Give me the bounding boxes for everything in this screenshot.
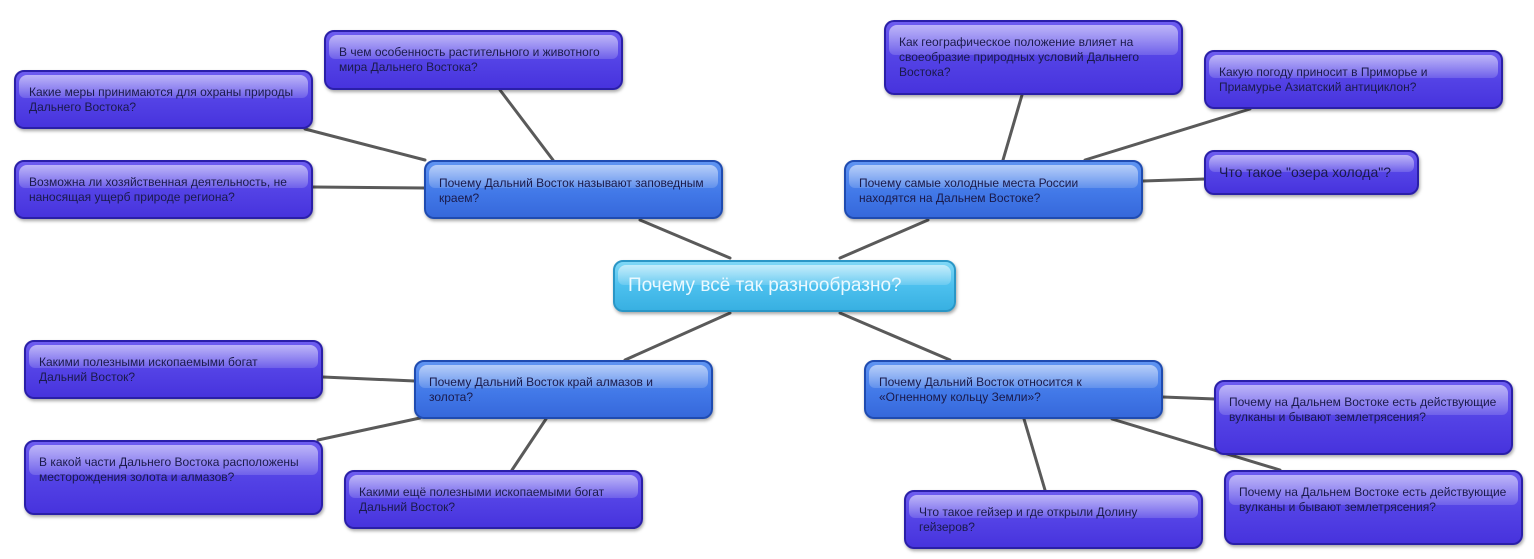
leaf-node[interactable]: Почему на Дальнем Востоке есть действующ… [1214, 380, 1513, 455]
branch-node-nature-reserve[interactable]: Почему Дальний Восток называют заповедны… [424, 160, 723, 219]
leaf-label: Какими полезными ископаемыми богат Дальн… [39, 355, 258, 384]
leaf-node[interactable]: В какой части Дальнего Востока расположе… [24, 440, 323, 515]
branch-node-diamonds-gold[interactable]: Почему Дальний Восток край алмазов и зол… [414, 360, 713, 419]
branch-label: Почему Дальний Восток край алмазов и зол… [429, 375, 653, 404]
leaf-node[interactable]: Почему на Дальнем Востоке есть действующ… [1224, 470, 1523, 545]
connector-root-b0 [638, 218, 732, 260]
branch-label: Почему Дальний Восток называют заповедны… [439, 176, 704, 205]
leaf-label: Почему на Дальнем Востоке есть действующ… [1239, 485, 1507, 514]
leaf-label: Какую погоду приносит в Приморье и Приам… [1219, 65, 1428, 94]
connector-root-b2 [623, 311, 732, 362]
leaf-label: В чем особенность растительного и животн… [339, 45, 600, 74]
leaf-node[interactable]: Какие меры принимаются для охраны природ… [14, 70, 313, 129]
leaf-label: В какой части Дальнего Востока расположе… [39, 455, 299, 484]
leaf-node[interactable]: Как географическое положение влияет на с… [884, 20, 1183, 95]
root-node[interactable]: Почему всё так разнообразно? [613, 260, 956, 312]
leaf-label: Возможна ли хозяйственная деятельность, … [29, 175, 287, 204]
connector-b2-c2 [510, 417, 548, 472]
connector-b0-c2 [311, 185, 427, 190]
leaf-label: Какими ещё полезными ископаемыми богат Д… [359, 485, 605, 514]
leaf-node[interactable]: Что такое "озера холода"? [1204, 150, 1419, 195]
connector-b3-c2 [1022, 417, 1047, 492]
connector-b2-c1 [316, 416, 422, 442]
leaf-node[interactable]: Какую погоду приносит в Приморье и Приам… [1204, 50, 1503, 109]
connector-b2-c0 [321, 375, 417, 383]
connector-b1-c0 [1001, 93, 1024, 162]
leaf-label: Что такое гейзер и где открыли Долину ге… [919, 505, 1138, 534]
leaf-label: Почему на Дальнем Востоке есть действующ… [1229, 395, 1497, 424]
branch-node-coldest-places[interactable]: Почему самые холодные места России наход… [844, 160, 1143, 219]
leaf-node[interactable]: Возможна ли хозяйственная деятельность, … [14, 160, 313, 219]
root-label: Почему всё так разнообразно? [628, 275, 902, 296]
branch-label: Почему самые холодные места России наход… [859, 176, 1079, 205]
connector-b1-c2 [1141, 177, 1207, 183]
leaf-node[interactable]: В чем особенность растительного и животн… [324, 30, 623, 90]
branch-label: Почему Дальний Восток относится к «Огнен… [879, 375, 1082, 404]
connector-b1-c1 [1083, 107, 1252, 162]
connector-b3-c1 [1110, 417, 1282, 472]
leaf-node[interactable]: Что такое гейзер и где открыли Долину ге… [904, 490, 1203, 549]
connector-b0-c1 [303, 127, 427, 162]
leaf-node[interactable]: Какими ещё полезными ископаемыми богат Д… [344, 470, 643, 529]
connector-root-b1 [838, 218, 930, 260]
leaf-label: Как географическое положение влияет на с… [899, 35, 1140, 79]
branch-node-ring-of-fire[interactable]: Почему Дальний Восток относится к «Огнен… [864, 360, 1163, 419]
connector-root-b3 [838, 311, 952, 362]
connector-b3-c0 [1161, 395, 1217, 401]
leaf-label: Что такое "озера холода"? [1219, 164, 1391, 180]
connector-b0-c0 [498, 88, 555, 162]
leaf-node[interactable]: Какими полезными ископаемыми богат Дальн… [24, 340, 323, 399]
leaf-label: Какие меры принимаются для охраны природ… [29, 85, 294, 114]
